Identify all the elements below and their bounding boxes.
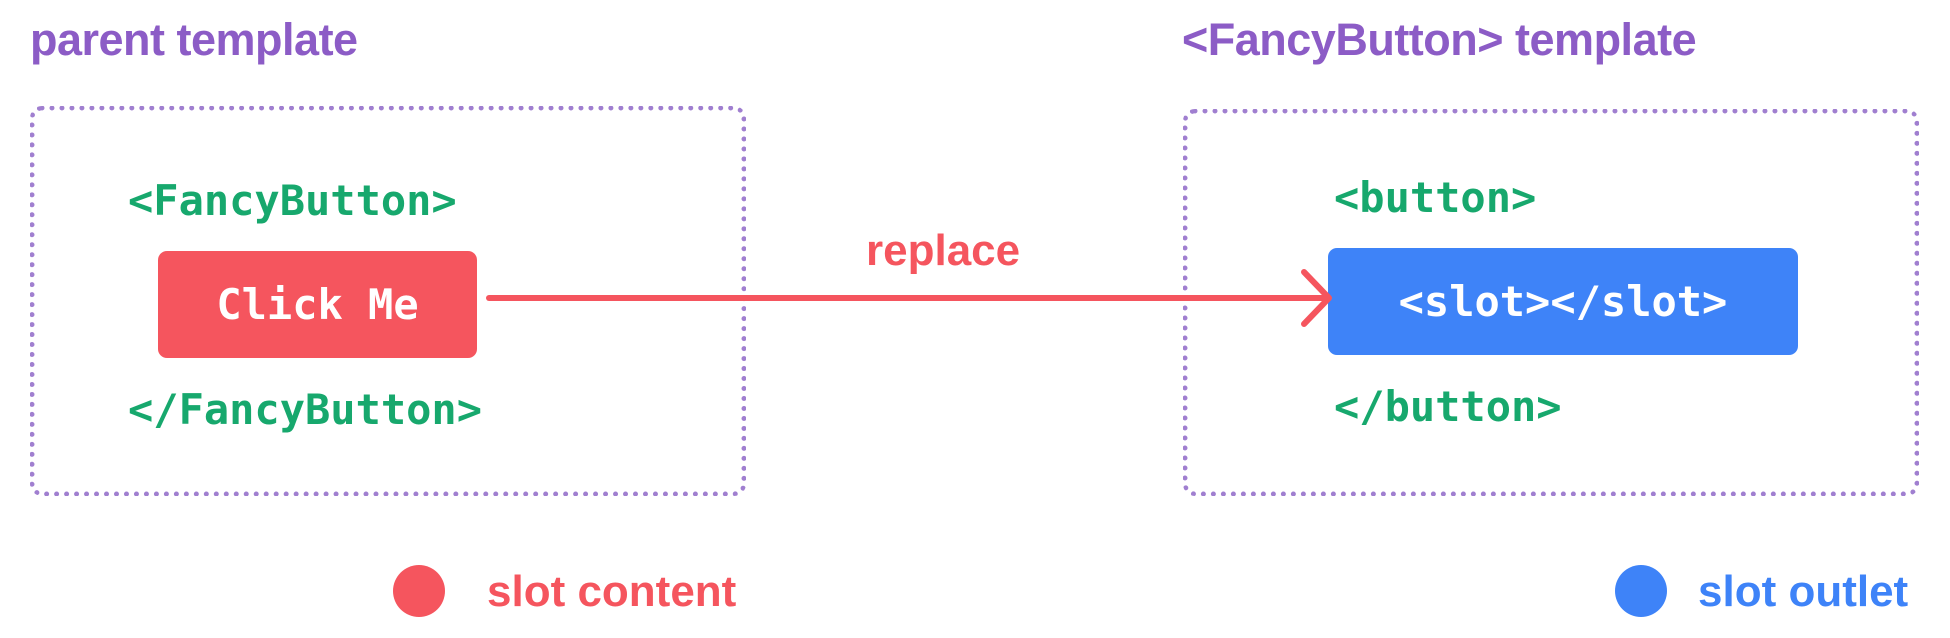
fancybutton-template-heading: <FancyButton> template bbox=[1182, 14, 1697, 65]
button-open-tag: <button> bbox=[1334, 173, 1537, 222]
slot-outlet-label: <slot></slot> bbox=[1398, 277, 1728, 326]
fancybutton-open-tag: <FancyButton> bbox=[128, 176, 457, 225]
slot-outlet-legend-dot bbox=[1615, 565, 1667, 617]
slot-content-button: Click Me bbox=[158, 251, 477, 358]
replace-label: replace bbox=[866, 226, 1021, 275]
button-close-tag: </button> bbox=[1334, 382, 1562, 431]
fancybutton-close-tag: </FancyButton> bbox=[128, 385, 483, 434]
parent-template-box bbox=[30, 106, 746, 496]
slot-content-button-label: Click Me bbox=[216, 280, 419, 329]
slot-content-legend-dot bbox=[393, 565, 445, 617]
parent-template-heading: parent template bbox=[30, 14, 358, 65]
slot-outlet-box: <slot></slot> bbox=[1328, 248, 1798, 355]
fancybutton-template-box bbox=[1183, 109, 1919, 496]
slot-outlet-legend-label: slot outlet bbox=[1698, 567, 1909, 616]
slot-content-legend-label: slot content bbox=[487, 567, 737, 616]
